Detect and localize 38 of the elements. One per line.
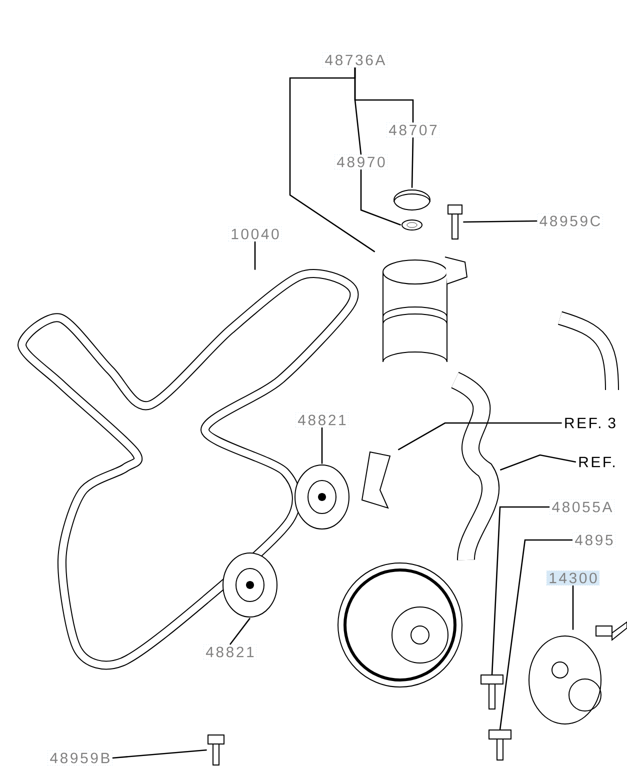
part-number: 14300: [546, 570, 600, 586]
reference-label: REF.: [576, 454, 618, 470]
part-number: 48707: [386, 122, 440, 138]
leader-line: [321, 428, 323, 464]
bolt-drawing: [480, 674, 504, 710]
leader-line: [229, 618, 251, 645]
bolt-drawing: [208, 734, 224, 766]
part-number: 48821: [295, 412, 349, 428]
part-number: 48970: [334, 154, 388, 170]
part-number: 10040: [228, 226, 282, 242]
leader-line: [112, 749, 207, 759]
part-number: 48736A: [322, 52, 388, 68]
part-number: 48821: [203, 644, 257, 660]
pump-drawing: [338, 562, 462, 688]
leader-line: [463, 220, 538, 223]
bolt-drawing: [488, 730, 512, 760]
leader-line: [398, 422, 562, 450]
leader-line: [360, 170, 402, 226]
part-number: 4895: [572, 532, 616, 548]
leader-line: [572, 586, 574, 630]
pulley-drawing: [222, 552, 278, 618]
part-number: 48959C: [537, 214, 603, 228]
leader-line: [500, 454, 576, 471]
cap-drawing: [394, 190, 430, 210]
reference-label: REF. 3: [562, 416, 618, 430]
leader-line: [499, 539, 572, 730]
hose-drawing: [450, 372, 500, 561]
leader-line: [491, 506, 550, 675]
part-number: 48959B: [48, 750, 112, 766]
part-number: 48055A: [550, 500, 614, 514]
leader-line: [254, 242, 256, 270]
belt-drawing: [18, 269, 359, 670]
pulley-drawing: [294, 464, 350, 530]
tensioner-drawing: [528, 636, 602, 724]
leader-line: [411, 137, 414, 188]
leader-line: [354, 68, 414, 123]
washer-drawing: [402, 220, 422, 230]
bolt-drawing: [448, 204, 462, 240]
